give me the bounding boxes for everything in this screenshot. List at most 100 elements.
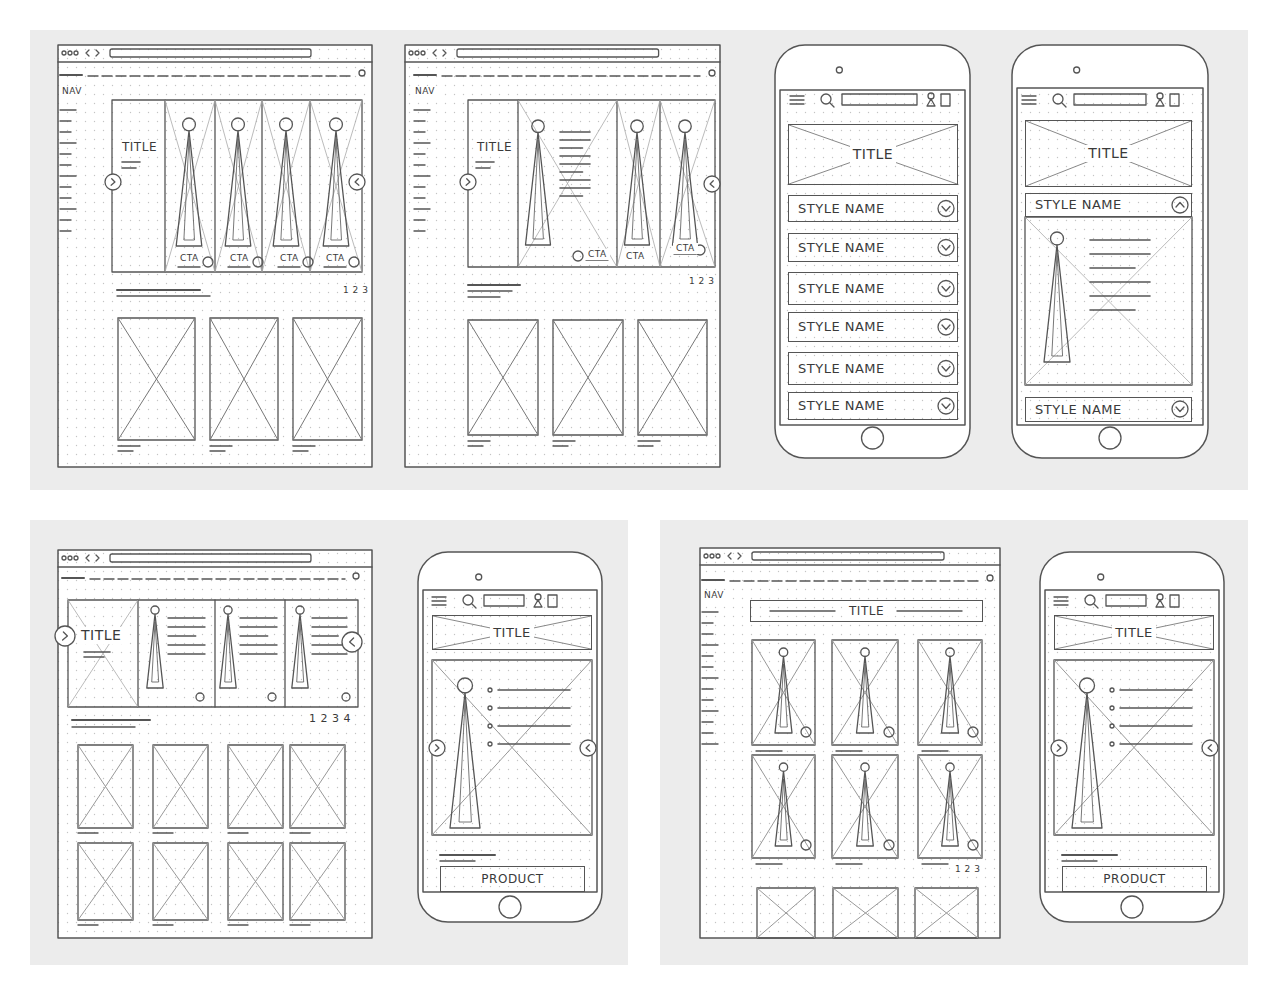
sketch-line: [702, 677, 718, 678]
sketch-path: [220, 614, 236, 688]
sketch-line: [756, 750, 782, 751]
sketch-label: 1 2 3: [340, 285, 371, 296]
sketch-line: [240, 635, 268, 636]
sketch-circle: [55, 626, 75, 646]
sketch-line: [1090, 295, 1150, 297]
sketch-circle: [946, 763, 954, 771]
sketch-line: [78, 832, 98, 833]
sketch-path: [728, 553, 731, 559]
sketch-circle: [68, 556, 72, 560]
sketch-path: [1176, 203, 1184, 208]
sketch-circle: [488, 706, 492, 710]
image-placeholder: [915, 888, 978, 938]
sketch-path: [942, 207, 950, 212]
sketch-line: [118, 445, 140, 446]
sketch-line: [702, 611, 718, 612]
sketch-line: [1120, 707, 1192, 709]
sketch-line: [153, 843, 208, 920]
sketch-line: [922, 750, 948, 751]
sketch-line: [468, 440, 490, 441]
cross-line: [433, 616, 591, 649]
panel: [30, 520, 628, 965]
sketch-line: [553, 320, 623, 435]
sketch-line: [659, 100, 660, 267]
sketch-line: [1022, 99, 1036, 100]
sketch-line: [293, 450, 308, 451]
text-bar: STYLE NAME: [788, 352, 958, 385]
node-text: STYLE NAME: [1032, 402, 1125, 418]
sketch-line: [290, 843, 345, 920]
sketch-circle: [224, 606, 232, 614]
sketch-line: [915, 888, 978, 938]
sketch-line: [168, 635, 196, 636]
node-text: PRODUCT: [1100, 872, 1168, 886]
sketch-line: [240, 617, 277, 618]
sketch-circle: [1099, 427, 1121, 449]
sketch-line: [757, 888, 815, 938]
sketch-line: [60, 208, 76, 209]
sketch-line: [293, 318, 362, 440]
sketch-path: [297, 622, 304, 682]
sketch-label: NAV: [59, 86, 85, 97]
sketch-circle: [409, 51, 413, 55]
image-placeholder: [290, 843, 345, 920]
sketch-circle: [488, 742, 492, 746]
sketch-line: [730, 580, 982, 581]
sketch-path: [184, 139, 194, 240]
sketch-circle: [74, 556, 78, 560]
sketch-line: [1062, 854, 1117, 856]
sketch-line: [168, 626, 205, 627]
sketch-circle: [884, 840, 894, 850]
sketch-line: [262, 100, 310, 272]
sketch-line: [702, 732, 713, 733]
sketch-rect: [457, 49, 659, 57]
sketch-line: [62, 577, 84, 579]
sketch-circle: [779, 648, 788, 657]
sketch-path: [1072, 693, 1102, 828]
sketch-circle: [987, 575, 993, 581]
phone-screen: [1045, 590, 1219, 892]
sketch-circle: [938, 361, 954, 377]
cross-line: [789, 125, 957, 184]
image-placeholder: [432, 660, 592, 835]
sketch-line: [702, 721, 713, 722]
sketch-path: [775, 657, 792, 734]
sketch-line: [210, 318, 278, 440]
sketch-circle: [836, 67, 842, 73]
sketch-line: [414, 164, 425, 165]
sketch-circle: [62, 556, 66, 560]
sketch-line: [153, 745, 208, 828]
sketch-line: [790, 99, 804, 100]
sketch-line: [117, 289, 200, 291]
sketch-circle: [1110, 742, 1114, 746]
sketch-line: [215, 100, 262, 272]
sketch-circle: [946, 648, 955, 657]
sketch-line: [476, 161, 494, 163]
sketch-circle: [280, 118, 293, 131]
sketch-line: [832, 755, 898, 858]
sketch-path: [96, 555, 99, 561]
sketch-line: [153, 745, 208, 828]
text-bar: STYLE NAME: [788, 233, 958, 262]
sketch-line: [918, 755, 982, 858]
sketch-line: [214, 100, 215, 272]
sketch-line: [58, 61, 372, 63]
sketch-label: TITLE: [119, 140, 160, 154]
sketch-line: [414, 109, 430, 110]
sketch-line: [240, 644, 277, 645]
image-placeholder: [118, 318, 195, 440]
node-text: PRODUCT: [478, 872, 546, 886]
sketch-line: [468, 296, 500, 297]
title-box: TITLE: [788, 124, 958, 185]
sketch-line: [122, 161, 140, 163]
sketch-circle: [1051, 232, 1064, 245]
sketch-path: [111, 179, 115, 185]
text-bar: STYLE NAME: [788, 272, 958, 305]
sketch-rect: [752, 552, 944, 560]
sketch-line: [60, 219, 71, 220]
cross-line: [1055, 616, 1213, 649]
sketch-path: [947, 665, 954, 728]
sketch-path: [176, 131, 202, 246]
sketch-line: [702, 666, 713, 667]
sketch-path: [942, 657, 959, 734]
